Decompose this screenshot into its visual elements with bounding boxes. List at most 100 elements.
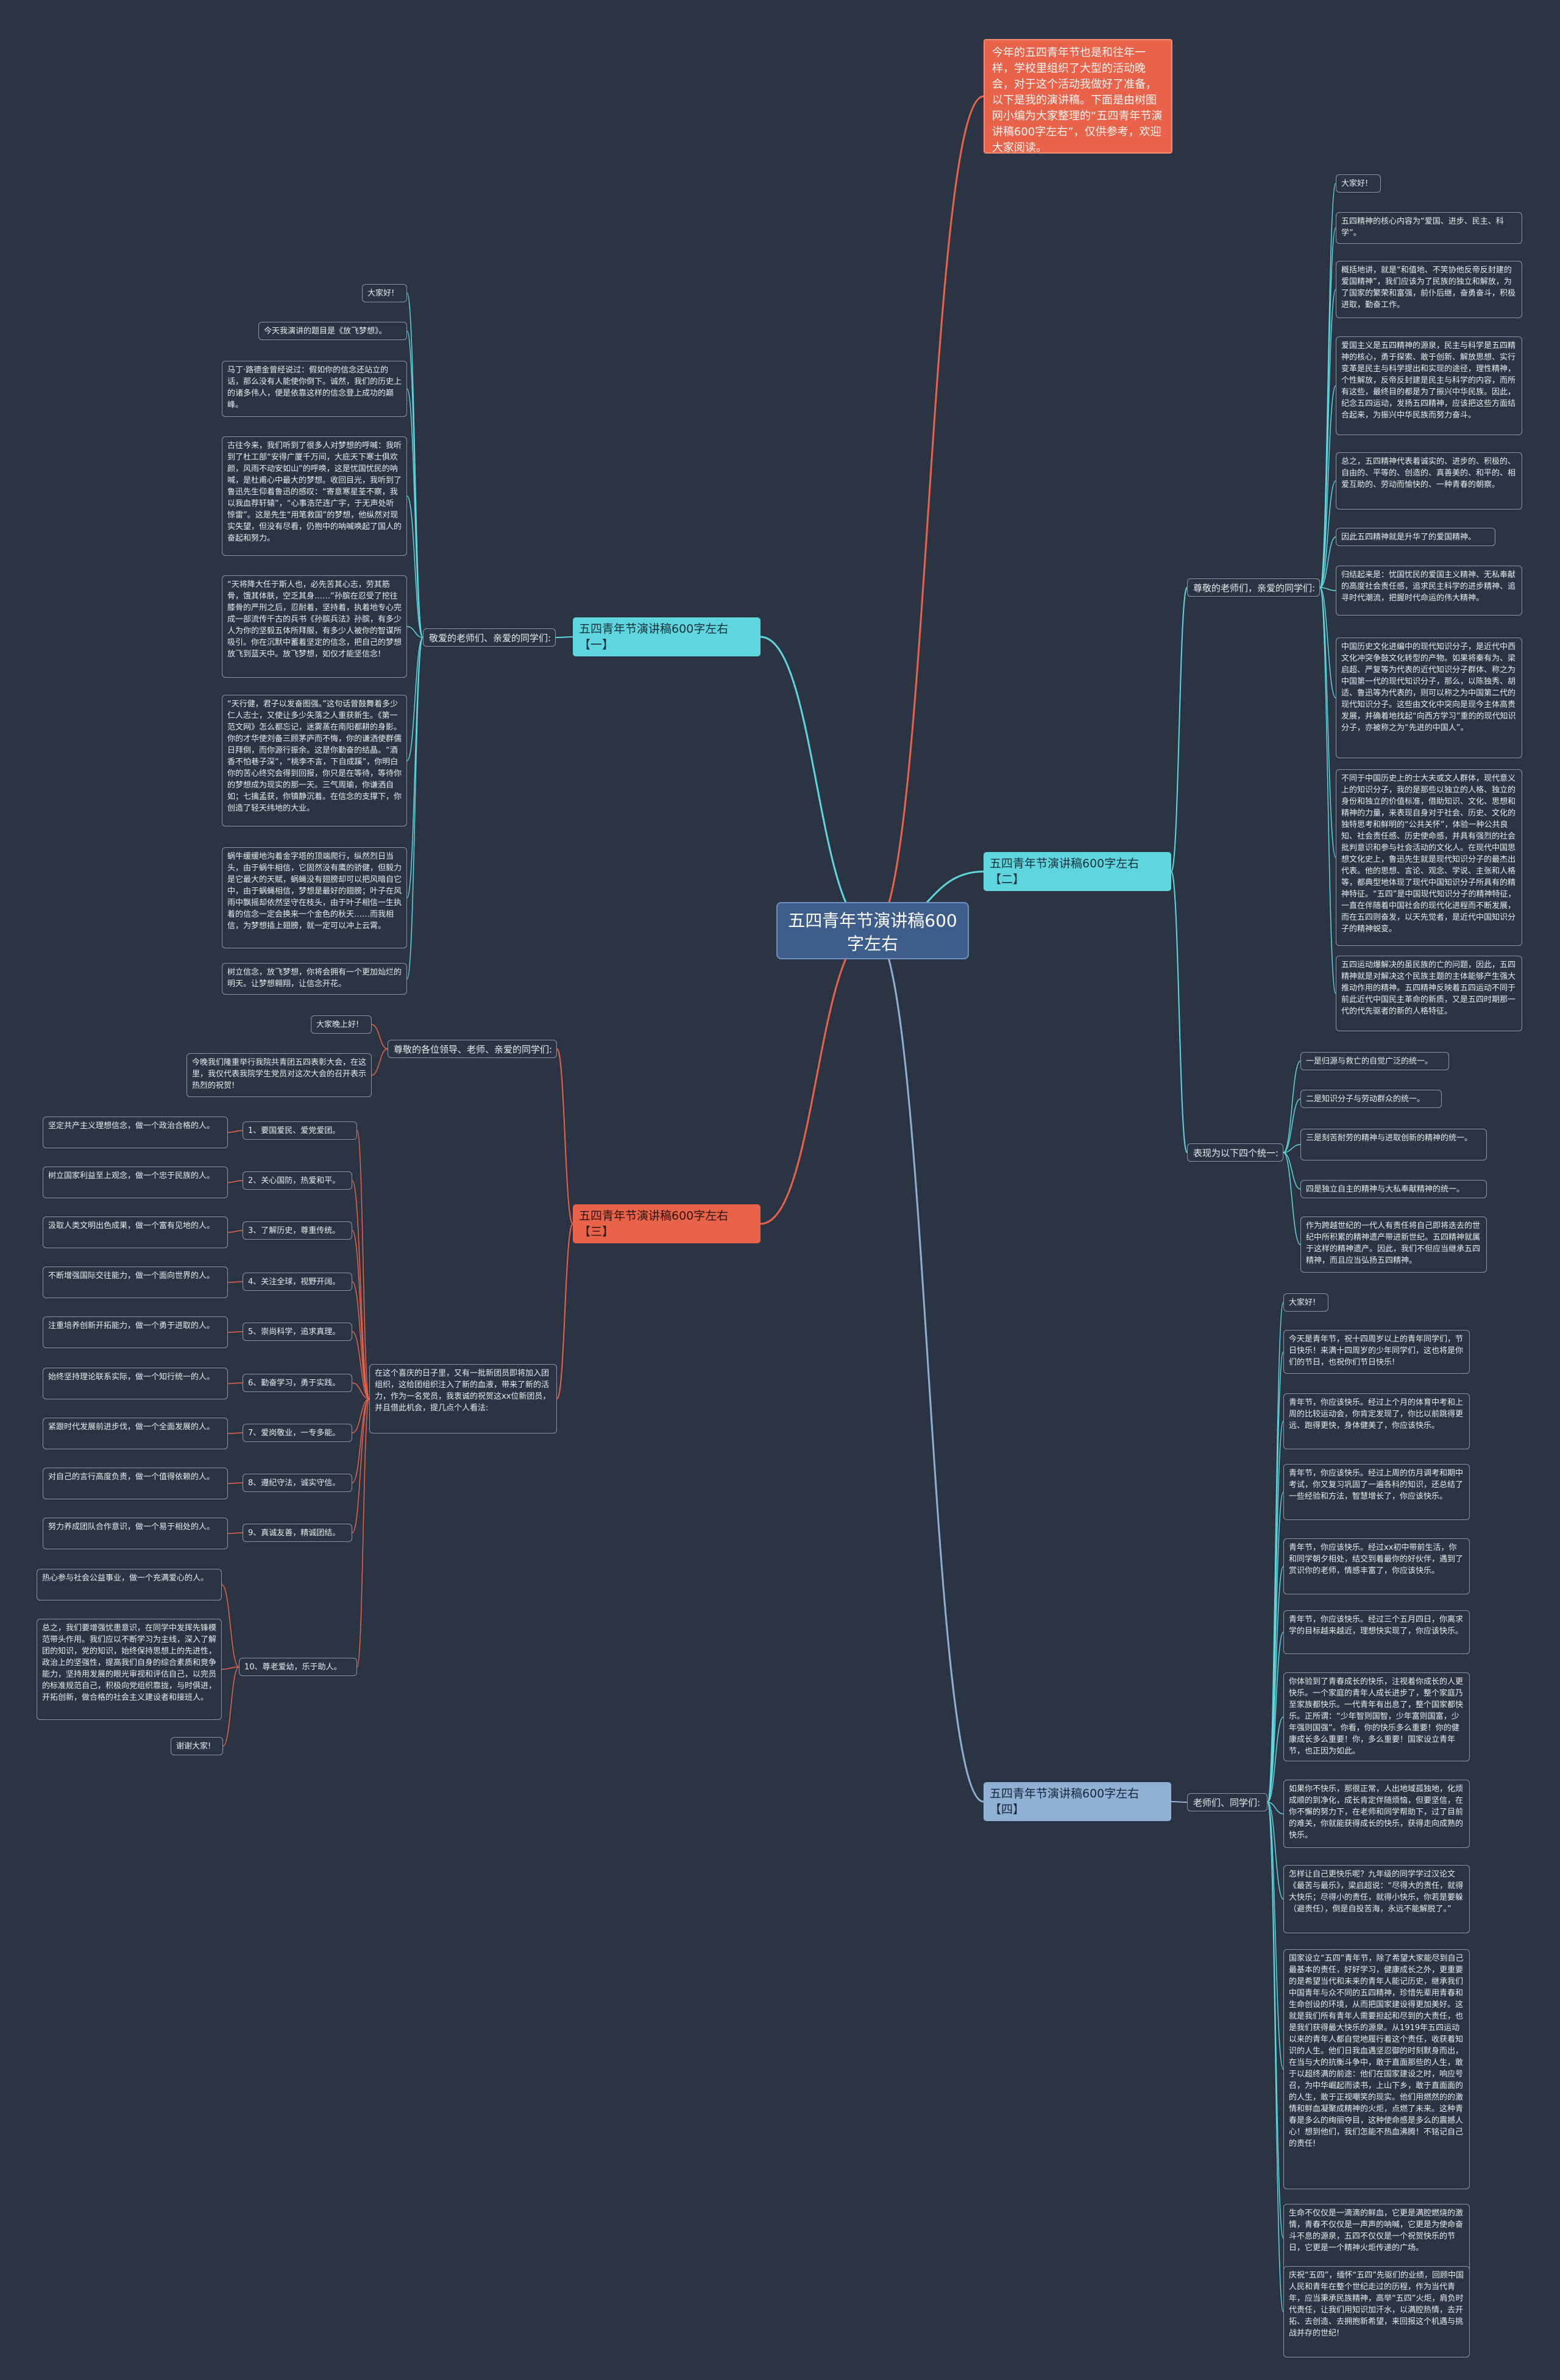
b2-leaf-10[interactable]: 五四运动爆解决的虽民族的亡的问题，因此，五四精神就是对解决这个民族主题的主体能够…	[1336, 956, 1522, 1031]
b4-leaf-9[interactable]: 怎样让自己更快乐呢？九年级的同学学过汉论文《最苦与最乐》，梁启超说：“尽得大的责…	[1283, 1865, 1470, 1933]
link-b2-leaf-13	[1283, 1144, 1301, 1153]
b3-detail-10[interactable]: 热心参与社会公益事业，做一个充满爱心的人。	[37, 1569, 222, 1600]
b3-para[interactable]: 在这个喜庆的日子里，又有一批新团员即将加入团组织，这给团组织注入了新的血液，带来…	[369, 1364, 557, 1433]
branch-2-sub-2[interactable]: 表现为以下四个统一:	[1187, 1143, 1283, 1162]
link-b3-detail-10	[221, 1584, 239, 1668]
b2-leaf-13[interactable]: 三是刻苦耐劳的精神与进取创新的精神的统一。	[1300, 1129, 1487, 1160]
link-b3-item-9	[352, 1398, 370, 1533]
b4-leaf-10[interactable]: 国家设立“五四”青年节，除了希望大家能尽到自己最基本的责任，好好学习，健康成长之…	[1283, 1949, 1470, 2189]
b4-leaf-6[interactable]: 青年节，你应该快乐。经过三个五月四日，你离求学的目标越来越近，理想快实现了，你应…	[1283, 1610, 1470, 1654]
root-node[interactable]: 五四青年节演讲稿600字左右	[776, 902, 969, 959]
b4-leaf-1[interactable]: 大家好!	[1283, 1293, 1328, 1312]
link-b3-sub1	[556, 1048, 573, 1224]
b1-leaf-1[interactable]: 大家好!	[362, 284, 407, 302]
b4-leaf-7[interactable]: 你体验到了青春成长的快乐，注视着你成长的人更快乐。一个家庭的青年人成长进步了，整…	[1283, 1672, 1470, 1761]
link-root-b1	[760, 636, 873, 932]
b3-summary[interactable]: 总之，我们要增强忧患意识，在同学中发挥先锋模范带头作用。我们应以不断学习为主线，…	[37, 1619, 222, 1720]
b3-item-10[interactable]: 10、尊老爱幼，乐于助人。	[239, 1658, 357, 1676]
b2-leaf-9[interactable]: 不同于中国历史上的士大夫或文人群体，现代意义上的知识分子，我的是那些以独立的人格…	[1336, 769, 1522, 946]
link-b4-leaf-11	[1267, 1802, 1284, 2239]
link-b2-leaf-5	[1319, 480, 1336, 588]
b1-leaf-3[interactable]: 马丁·路德金曾经说过：假如你的信念还站立的话，那么没有人能使你倒下。诚然，我们的…	[222, 361, 407, 417]
b2-leaf-1[interactable]: 大家好!	[1336, 174, 1381, 193]
b3-detail-6[interactable]: 始终坚持理论联系实际，做一个知行统一的人。	[43, 1368, 228, 1399]
b3-item-5[interactable]: 5、崇尚科学，追求真理。	[243, 1323, 352, 1341]
b2-leaf-4[interactable]: 爱国主义是五四精神的源泉，民主与科学是五四精神的核心，勇于探索、敢于创新、解放思…	[1336, 336, 1522, 435]
b1-leaf-2[interactable]: 今天我演讲的题目是《放飞梦想》。	[258, 322, 407, 340]
b2-leaf-11[interactable]: 一是归源与救亡的自觉广泛的统一。	[1300, 1052, 1449, 1070]
b1-leaf-5[interactable]: “天将降大任于斯人也，必先苦其心志，劳其筋骨，饿其体肤，空乏其身……”孙膑在忍受…	[222, 575, 407, 678]
b3-thanks[interactable]: 谢谢大家!	[171, 1737, 223, 1755]
link-b4-leaf-3	[1267, 1421, 1284, 1803]
b2-leaf-15[interactable]: 作为跨越世纪的一代人有责任将自己即将迭去的世纪中所积累的精神遗产带进新世纪。五四…	[1300, 1217, 1487, 1273]
b2-leaf-3[interactable]: 概括地讲，就是“和值地、不笑协他反帝反封建的爱国精神”，我们应该为了民族的独立和…	[1336, 261, 1522, 318]
intro-node[interactable]: 今年的五四青年节也是和往年一样，学校里组织了大型的活动晚会，对于这个活动我做好了…	[984, 39, 1172, 154]
link-b2-leaf-10	[1319, 587, 1336, 994]
link-b4-leaf-9	[1267, 1802, 1284, 1900]
b2-leaf-7[interactable]: 归结起来是：忧国忧民的爱国主义精神、无私奉献的高度社会责任感，追求民主科学的进步…	[1336, 566, 1522, 616]
b3-item-7[interactable]: 7、爱岗敬业，一专多能。	[243, 1424, 352, 1442]
b3-detail-7[interactable]: 紧跟时代发展前进步伐，做一个全面发展的人。	[43, 1418, 228, 1449]
b3-item-1[interactable]: 1、要国爱民、爱党爱团。	[243, 1121, 357, 1140]
b4-leaf-12[interactable]: 庆祝“五四”，缅怀“五四”先驱们的业绩，回顾中国人民和青年在整个世纪走过的历程，…	[1283, 2266, 1470, 2357]
link-b2-leaf-15	[1283, 1152, 1301, 1245]
link-b3-para	[556, 1223, 573, 1399]
link-b1-sub	[555, 636, 573, 638]
b4-leaf-3[interactable]: 青年节，你应该快乐。经过上个月的体育中考和上周的比较运动会，你肯定发现了，你比以…	[1283, 1393, 1470, 1449]
link-b1-leaf-8	[406, 637, 424, 979]
branch-4-sub[interactable]: 老师们、同学们:	[1187, 1793, 1268, 1811]
b2-leaf-14[interactable]: 四是独立自主的精神与大私奉献精神的统一。	[1300, 1180, 1487, 1198]
b2-leaf-8[interactable]: 中国历史文化进编中的现代知识分子，是近代中西文化冲突争鼓文化转型的产物。如果将秦…	[1336, 638, 1522, 758]
branch-3-sub-1[interactable]: 尊敬的各位领导、老师、亲爱的同学们:	[388, 1040, 557, 1058]
b2-leaf-2[interactable]: 五四精神的核心内容为“爱国、进步、民主、科学”。	[1336, 212, 1522, 244]
b3-greet-2[interactable]: 今晚我们隆重举行我院共青团五四表彰大会，在这里，我仅代表我院学生党员对这次大会的…	[186, 1053, 372, 1097]
link-root-b4	[872, 929, 984, 1803]
link-b3-item-8	[352, 1398, 370, 1483]
link-b3-thanks	[222, 1666, 239, 1747]
branch-2[interactable]: 五四青年节演讲稿600字左右【二】	[984, 852, 1171, 891]
link-b3-item-7	[352, 1398, 370, 1433]
link-b2-leaf-12	[1283, 1098, 1301, 1153]
b2-leaf-5[interactable]: 总之，五四精神代表着诚实的、进步的、积极的、自由的、平等的、创造的、真善美的、和…	[1336, 452, 1522, 510]
branch-2-sub-1[interactable]: 尊敬的老师们，亲爱的同学们:	[1187, 578, 1320, 597]
link-b3-detail-2	[227, 1180, 243, 1183]
b2-leaf-6[interactable]: 因此五四精神就是升华了的爱国精神。	[1336, 528, 1495, 546]
b4-leaf-4[interactable]: 青年节，你应该快乐。经过上周的仿月调考和期中考试，你又复习巩固了一遍各科的知识，…	[1283, 1464, 1470, 1520]
b2-leaf-12[interactable]: 二是知识分子与劳动群众的统一。	[1300, 1090, 1442, 1108]
b1-leaf-4[interactable]: 古往今来，我们听到了很多人对梦想的呼喊：我听到了杜工部“安得广厦千万间，大庇天下…	[222, 436, 407, 556]
branch-3[interactable]: 五四青年节演讲稿600字左右【三】	[573, 1204, 760, 1243]
b3-detail-3[interactable]: 汲取人类文明出色成果，做一个富有见地的人。	[43, 1217, 228, 1248]
b3-detail-9[interactable]: 努力养成团队合作意识，做一个易于相处的人。	[43, 1518, 228, 1549]
b4-leaf-5[interactable]: 青年节，你应该快乐。经过xx初中带前生活，你和同学朝夕相处，结交到着最你的好伙伴…	[1283, 1538, 1470, 1594]
link-b2-leaf-11	[1283, 1060, 1301, 1153]
b4-leaf-2[interactable]: 今天是青年节，祝十四周岁以上的青年同学们，节日快乐！来满十四周岁的少年同学们，这…	[1283, 1330, 1470, 1374]
b3-item-2[interactable]: 2、关心国防，热爱和平。	[243, 1171, 352, 1190]
branch-1[interactable]: 五四青年节演讲稿600字左右【一】	[573, 617, 760, 656]
link-b2-leaf-7	[1319, 587, 1336, 591]
link-b4-leaf-5	[1267, 1566, 1284, 1803]
link-b2-leaf-3	[1319, 289, 1336, 588]
branch-1-sub[interactable]: 敬爱的老师们、亲爱的同学们:	[423, 628, 556, 647]
b3-item-6[interactable]: 6、勤奋学习，勇于实践。	[243, 1374, 352, 1392]
b3-detail-5[interactable]: 注重培养创新开拓能力，做一个勇于进取的人。	[43, 1316, 228, 1348]
b1-leaf-8[interactable]: 树立信念，放飞梦想，你将会拥有一个更加灿烂的明天。让梦想翱翔，让信念开花。	[222, 963, 407, 995]
b3-detail-2[interactable]: 树立国家利益至上观念，做一个忠于民族的人。	[43, 1167, 228, 1198]
branch-4[interactable]: 五四青年节演讲稿600字左右【四】	[984, 1782, 1171, 1821]
b3-detail-1[interactable]: 坚定共产主义理想信念，做一个政治合格的人。	[43, 1117, 228, 1148]
b4-leaf-11[interactable]: 生命不仅仅是一滴滴的鲜血，它更是满腔燃烧的激情，青春不仅仅是一声声的呐喊，它更是…	[1283, 2204, 1470, 2272]
link-b1-leaf-3	[406, 388, 424, 638]
b3-item-4[interactable]: 4、关注全球，视野开阔。	[243, 1273, 352, 1291]
link-b4-leaf-8	[1267, 1802, 1284, 1814]
b1-leaf-6[interactable]: “天行健，君子以发奋图强。”这句话曾鼓舞着多少仁人志士，又使让多少失落之人重获新…	[222, 695, 407, 826]
b1-leaf-7[interactable]: 蜗牛缓缓地沟着金字塔的顶端爬行，纵然烈日当头，由于蜗牛相信，它固然没有鹰的骄健，…	[222, 847, 407, 948]
b3-detail-4[interactable]: 不断增强国际交往能力，做一个面向世界的人。	[43, 1266, 228, 1298]
b3-detail-8[interactable]: 对自己的言行高度负责，做一个值得依赖的人。	[43, 1468, 228, 1499]
b4-leaf-8[interactable]: 如果你不快乐，那很正常，人出地域孤独地，化烦成顺的到净化，成长肯定伴随烦恼，但要…	[1283, 1780, 1470, 1848]
b3-item-9[interactable]: 9、真诚友善，精诚团结。	[243, 1524, 352, 1542]
b3-item-8[interactable]: 8、遵纪守法，诚实守信。	[243, 1474, 352, 1492]
b3-greet[interactable]: 大家晚上好!	[311, 1015, 372, 1034]
b3-item-3[interactable]: 3、了解历史，尊重传统。	[243, 1221, 352, 1240]
link-b3-summary	[221, 1666, 239, 1670]
